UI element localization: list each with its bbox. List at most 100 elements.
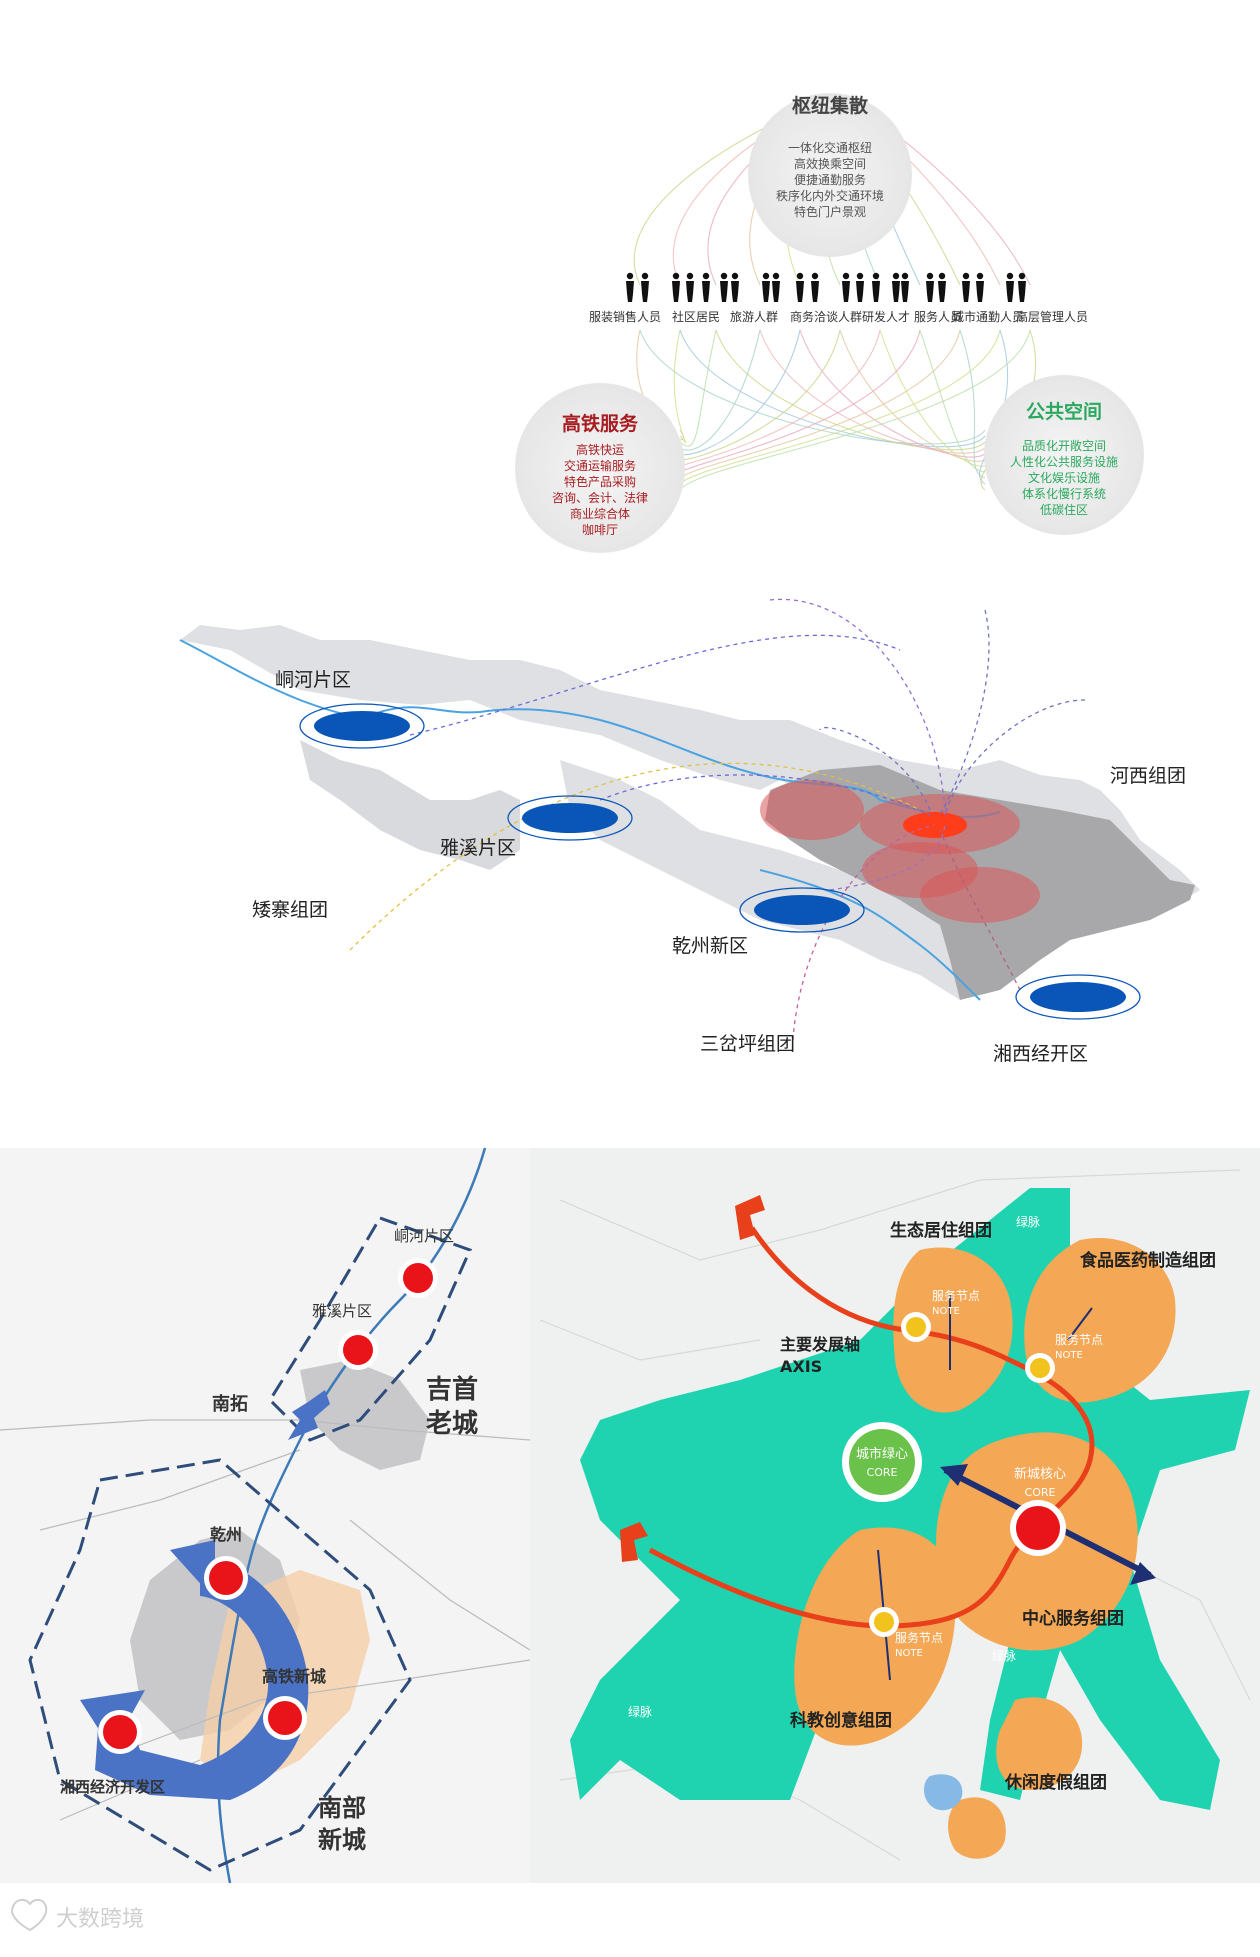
rail-item: 高铁快运 — [576, 442, 624, 457]
flow-line — [679, 329, 761, 451]
urban-area — [180, 625, 1200, 920]
map3-label-node: 服务节点 — [895, 1630, 943, 1645]
hub-item: 一体化交通枢纽 — [788, 140, 872, 155]
person-icon — [856, 272, 864, 302]
cluster-eco — [893, 1247, 1013, 1413]
south-arrow — [288, 1390, 330, 1440]
cluster-sci — [794, 1527, 956, 1746]
flow-line — [679, 329, 1001, 485]
map-label-jingkai: 湘西经开区 — [993, 1043, 1088, 1065]
person-icon — [702, 272, 710, 302]
node — [398, 1258, 438, 1298]
person-icon — [872, 272, 880, 302]
flow-line — [679, 329, 881, 467]
cluster-leisure-south — [948, 1797, 1006, 1859]
people-label: 研发人才 — [862, 309, 910, 324]
public-bubble: 公共空间 品质化开敞空间 人性化公共服务设施 文化娱乐设施 体系化慢行系统 低碳… — [984, 375, 1144, 535]
map3-label-green-core: CORE — [867, 1466, 898, 1479]
district-nodes — [299, 703, 1141, 1020]
node-qianzhou — [739, 887, 865, 933]
map3-label-leisure: 休闲度假组团 — [1004, 1772, 1107, 1793]
node-donghe — [299, 703, 425, 749]
hub-circle — [748, 93, 912, 257]
map-label-yaxi: 雅溪片区 — [440, 837, 516, 859]
map3-label-axis: 主要发展轴 — [780, 1335, 860, 1354]
map1-labels: 峒河片区 雅溪片区 矮寨组团 乾州新区 三岔坪组团 湘西经开区 河西组团 — [252, 669, 1186, 1065]
map2-label-railtown: 高铁新城 — [262, 1667, 326, 1686]
person-icon — [762, 272, 770, 302]
river — [179, 639, 1001, 819]
map3-label-node: 服务节点 — [932, 1288, 980, 1303]
node — [263, 1696, 307, 1740]
map3-label-axis-en: AXIS — [780, 1357, 822, 1376]
person-icon — [976, 272, 984, 302]
flow-line — [679, 329, 921, 473]
map2-label-qianzhou: 乾州 — [210, 1525, 242, 1544]
public-item: 品质化开敞空间 — [1022, 438, 1106, 453]
map3-label-green: 城市绿心 — [856, 1446, 908, 1462]
green-core — [842, 1422, 922, 1502]
rail-bubble: 高铁服务 高铁快运 交通运输服务 特色产品采购 咨询、会计、法律 商业综合体 咖… — [515, 383, 685, 553]
map3-label-center: 中心服务组团 — [1022, 1608, 1124, 1629]
public-circle — [984, 375, 1144, 535]
rail-circle — [515, 383, 685, 553]
people-label: 社区居民 — [672, 309, 720, 324]
regional-map: 峒河片区 雅溪片区 矮寨组团 乾州新区 三岔坪组团 湘西经开区 河西组团 — [179, 598, 1200, 1065]
person-icon — [926, 272, 934, 302]
person-icon — [731, 272, 739, 302]
person-icon — [1018, 272, 1026, 302]
ring-arrow-tip — [170, 1540, 215, 1600]
flow-line — [679, 329, 841, 461]
map2-label-south: 南部 — [318, 1794, 366, 1822]
rail-item: 商业综合体 — [570, 506, 630, 521]
public-item: 人性化公共服务设施 — [1010, 454, 1118, 469]
map2-label-nantuo: 南拓 — [212, 1393, 248, 1415]
axis-arrow — [735, 1195, 765, 1240]
hub-item: 便捷通勤服务 — [794, 172, 866, 187]
flow-line — [679, 329, 801, 456]
node — [204, 1556, 248, 1600]
watermark-logo — [10, 1898, 48, 1932]
map3-label-note: NOTE — [895, 1648, 923, 1659]
person-icon — [686, 272, 694, 302]
map2-label-yaxi: 雅溪片区 — [312, 1302, 372, 1320]
flow-line — [679, 329, 961, 479]
river — [759, 869, 981, 1001]
watermark-text: 大数跨境 — [56, 1907, 144, 1932]
public-title: 公共空间 — [1026, 400, 1102, 423]
service-nodes — [869, 1312, 1066, 1637]
map2-label-jingkai: 湘西经济开发区 — [60, 1778, 165, 1796]
person-icon — [641, 272, 649, 302]
map3-labels: 生态居住组团 食品医药制造组团 主要发展轴 AXIS 城市绿心 CORE 新城核… — [628, 1214, 1216, 1793]
person-icon — [811, 272, 819, 302]
flow-line — [839, 329, 986, 462]
node-sci — [869, 1607, 899, 1637]
map3-label-food: 食品医药制造组团 — [1080, 1250, 1216, 1271]
public-item: 低碳住区 — [1040, 503, 1088, 517]
public-item: 体系化慢行系统 — [1022, 487, 1106, 501]
flow-line — [673, 329, 687, 444]
people-label: 旅游人群 — [730, 310, 778, 324]
ring-arrow — [95, 1556, 309, 1800]
node — [338, 1330, 378, 1370]
people-label: 服务人员 — [914, 309, 962, 324]
urban-area — [560, 760, 1000, 1000]
person-icon — [1006, 272, 1014, 302]
map3-label-vein: 绿脉 — [628, 1704, 652, 1719]
hub-item: 高效换乘空间 — [794, 156, 866, 171]
map3-label-sci: 科教创意组团 — [790, 1710, 892, 1731]
person-icon — [962, 272, 970, 302]
rail-item: 咖啡厅 — [582, 522, 618, 537]
node-yaxi — [507, 795, 633, 841]
node-eco — [901, 1312, 931, 1342]
map2-labels: 峒河片区 雅溪片区 南拓 吉首 老城 乾州 高铁新城 湘西经济开发区 南部 新城 — [60, 1227, 478, 1854]
people-labels: 服装销售人员 社区居民 旅游人群 商务洽谈人群 研发人才 服务人员 城市通勤人员… — [589, 309, 1088, 324]
flow-line — [959, 329, 986, 479]
flow-line — [679, 329, 717, 447]
core-axis-arrow — [1130, 1562, 1156, 1585]
people-label: 高层管理人员 — [1016, 309, 1088, 324]
rail-title: 高铁服务 — [562, 412, 639, 435]
person-icon — [772, 272, 780, 302]
